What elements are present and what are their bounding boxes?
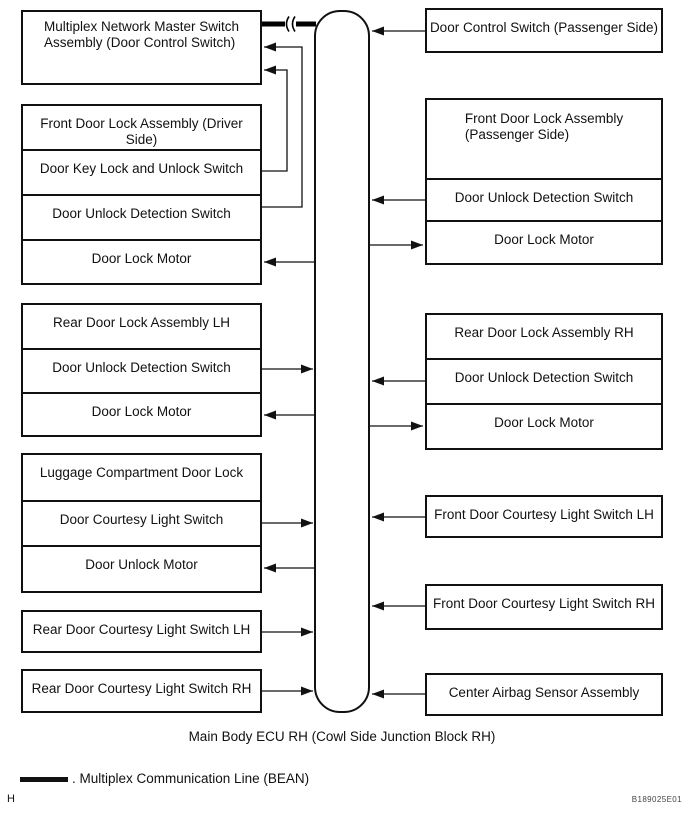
row-center-airbag-sensor-assembly: Center Airbag Sensor Assembly xyxy=(448,685,640,700)
label-line: (Passenger Side) xyxy=(464,126,570,142)
label-line: Front Door Lock Assembly xyxy=(464,111,624,126)
figure-code: B189025E01 xyxy=(631,795,682,804)
box-rear-door-lock-assembly-rh: Rear Door Lock Assembly RH Door Unlock D… xyxy=(425,313,663,450)
box-luggage-compartment-door-lock: Luggage Compartment Door Lock Door Court… xyxy=(21,453,262,593)
label-line: Assembly (Door Control Switch) xyxy=(43,34,236,50)
page-mark: H xyxy=(7,793,15,805)
box-multiplex-master-switch-assembly: Multiplex Network Master Switch Assembly… xyxy=(21,10,262,85)
row-rear-door-lock-assembly-lh: Rear Door Lock Assembly LH xyxy=(52,315,231,330)
row-door-control-switch-passenger: Door Control Switch (Passenger Side) xyxy=(429,20,659,35)
row-rear-door-lock-assembly-rh: Rear Door Lock Assembly RH xyxy=(454,325,634,340)
row-rear-door-courtesy-light-switch-lh: Rear Door Courtesy Light Switch LH xyxy=(32,622,251,637)
row-front-door-lock-assembly-driver: Front Door Lock Assembly (Driver Side) xyxy=(40,116,243,147)
row-door-unlock-motor: Door Unlock Motor xyxy=(23,545,260,591)
box-front-door-lock-assembly-driver: Front Door Lock Assembly (Driver Side) D… xyxy=(21,104,262,285)
row-door-lock-motor: Door Lock Motor xyxy=(23,392,260,435)
row-front-door-courtesy-light-switch-rh: Front Door Courtesy Light Switch RH xyxy=(432,596,656,611)
row-door-lock-motor: Door Lock Motor xyxy=(427,403,661,448)
row-rear-door-courtesy-light-switch-rh: Rear Door Courtesy Light Switch RH xyxy=(31,681,252,696)
label-line: Multiplex Network Master Switch xyxy=(43,19,240,34)
box-front-door-courtesy-light-switch-rh: Front Door Courtesy Light Switch RH xyxy=(425,584,663,630)
ecu-caption: Main Body ECU RH (Cowl Side Junction Blo… xyxy=(188,729,496,744)
row-luggage-compartment-door-lock: Luggage Compartment Door Lock xyxy=(39,465,244,480)
box-door-control-switch-passenger: Door Control Switch (Passenger Side) xyxy=(425,8,663,53)
box-front-door-lock-assembly-passenger: Front Door Lock Assembly (Passenger Side… xyxy=(425,98,663,265)
box-rear-door-courtesy-light-switch-rh: Rear Door Courtesy Light Switch RH xyxy=(21,669,262,713)
main-body-ecu-block xyxy=(314,10,370,713)
right-connectors xyxy=(368,26,425,699)
legend-label: . Multiplex Communication Line (BEAN) xyxy=(72,771,310,786)
row-door-unlock-detection-switch: Door Unlock Detection Switch xyxy=(427,178,661,220)
row-door-key-lock-and-unlock-switch: Door Key Lock and Unlock Switch xyxy=(23,149,260,194)
label-multiplex-master: Multiplex Network Master Switch Assembly… xyxy=(23,12,260,83)
row-front-door-lock-assembly-passenger: Front Door Lock Assembly (Passenger Side… xyxy=(427,100,661,178)
row-door-courtesy-light-switch: Door Courtesy Light Switch xyxy=(23,500,260,545)
box-center-airbag-sensor-assembly: Center Airbag Sensor Assembly xyxy=(425,673,663,716)
row-door-unlock-detection-switch: Door Unlock Detection Switch xyxy=(427,358,661,403)
row-door-lock-motor: Door Lock Motor xyxy=(427,220,661,263)
box-rear-door-lock-assembly-lh: Rear Door Lock Assembly LH Door Unlock D… xyxy=(21,303,262,437)
left-connectors xyxy=(262,42,316,696)
row-door-unlock-detection-switch: Door Unlock Detection Switch xyxy=(23,194,260,239)
connector-key-lock-switch-to-master xyxy=(262,65,288,172)
connector-unlock-detection-to-master xyxy=(262,42,303,208)
box-front-door-courtesy-light-switch-lh: Front Door Courtesy Light Switch LH xyxy=(425,495,663,538)
bean-line-sample xyxy=(20,777,68,782)
row-door-unlock-detection-switch: Door Unlock Detection Switch xyxy=(23,348,260,392)
box-rear-door-courtesy-light-switch-lh: Rear Door Courtesy Light Switch LH xyxy=(21,610,262,653)
row-front-door-courtesy-light-switch-lh: Front Door Courtesy Light Switch LH xyxy=(434,507,654,522)
row-door-lock-motor: Door Lock Motor xyxy=(23,239,260,283)
bean-communication-line xyxy=(262,16,316,32)
